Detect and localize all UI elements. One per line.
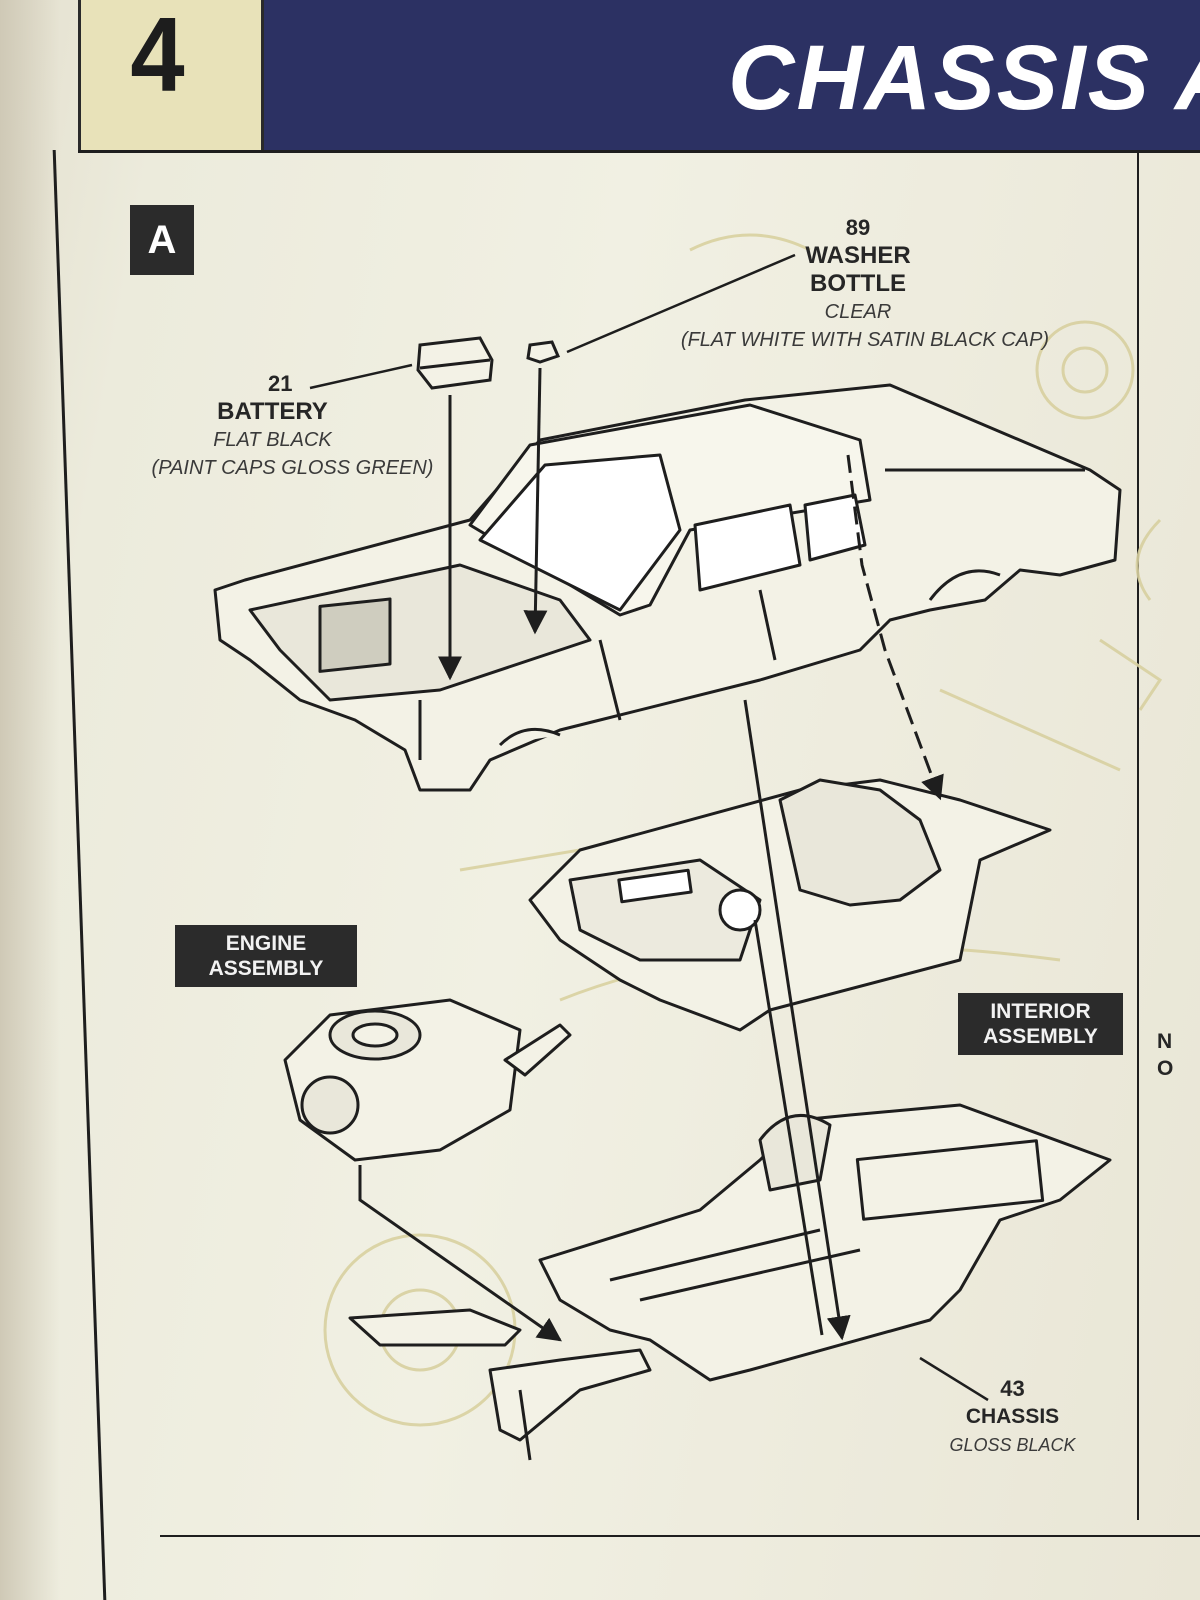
battery-name: BATTERY — [217, 398, 328, 425]
step-number: 4 — [130, 0, 185, 114]
interior-assembly-tag: INTERIOR ASSEMBLY — [958, 993, 1123, 1055]
engine-assembly-line1: ENGINE — [225, 932, 307, 955]
edge-text-line2: O — [1157, 1057, 1174, 1080]
chassis-illustration — [348, 1103, 1112, 1461]
chassis-part-number: 43 — [1000, 1376, 1025, 1401]
engine-assembly-line2: ASSEMBLY — [208, 957, 324, 980]
washer-bottle-finish: CLEAR — [824, 301, 892, 323]
car-body-illustration — [213, 383, 1122, 792]
step-title: CHASSIS A — [728, 27, 1200, 129]
washer-bottle-callout: 89 WASHER BOTTLE CLEAR (FLAT WHITE WITH … — [650, 214, 1080, 354]
engine-illustration — [283, 998, 572, 1162]
leader-lines — [309, 253, 989, 1402]
chassis-callout: 43 CHASSIS GLOSS BLACK — [920, 1375, 1105, 1459]
header-band — [258, 0, 1200, 150]
edge-text-line1: N — [1157, 1030, 1173, 1053]
engine-assembly-tag: ENGINE ASSEMBLY — [175, 925, 357, 987]
washer-bottle-name-line1: WASHER — [805, 242, 911, 269]
washer-bottle-part-number: 89 — [845, 215, 871, 240]
washer-bottle-note: (FLAT WHITE WITH SATIN BLACK CAP) — [680, 329, 1050, 351]
washer-bottle-part — [526, 340, 561, 364]
frame-top-rule — [78, 150, 1200, 153]
battery-finish: FLAT BLACK — [213, 429, 332, 451]
chassis-name: CHASSIS — [965, 1405, 1060, 1428]
panel-label: A — [130, 205, 194, 275]
interior-assembly-line1: INTERIOR — [990, 1000, 1091, 1023]
cut-off-edge-text: N O — [1157, 1028, 1173, 1082]
frame-right-divider — [1137, 150, 1139, 1520]
interior-assembly-line2: ASSEMBLY — [983, 1025, 1098, 1048]
page-shadow — [0, 0, 60, 1600]
chassis-finish: GLOSS BLACK — [949, 1435, 1076, 1455]
interior-illustration — [528, 778, 1052, 1032]
battery-part — [416, 336, 494, 390]
assembly-arrows — [358, 367, 944, 1342]
battery-part-number: 21 — [268, 371, 293, 396]
battery-callout: 21 BATTERY FLAT BLACK (PAINT CAPS GLOSS … — [130, 370, 455, 482]
washer-bottle-name-line2: BOTTLE — [810, 270, 906, 297]
battery-note: (PAINT CAPS GLOSS GREEN) — [151, 457, 434, 479]
frame-bottom-rule — [160, 1535, 1200, 1537]
